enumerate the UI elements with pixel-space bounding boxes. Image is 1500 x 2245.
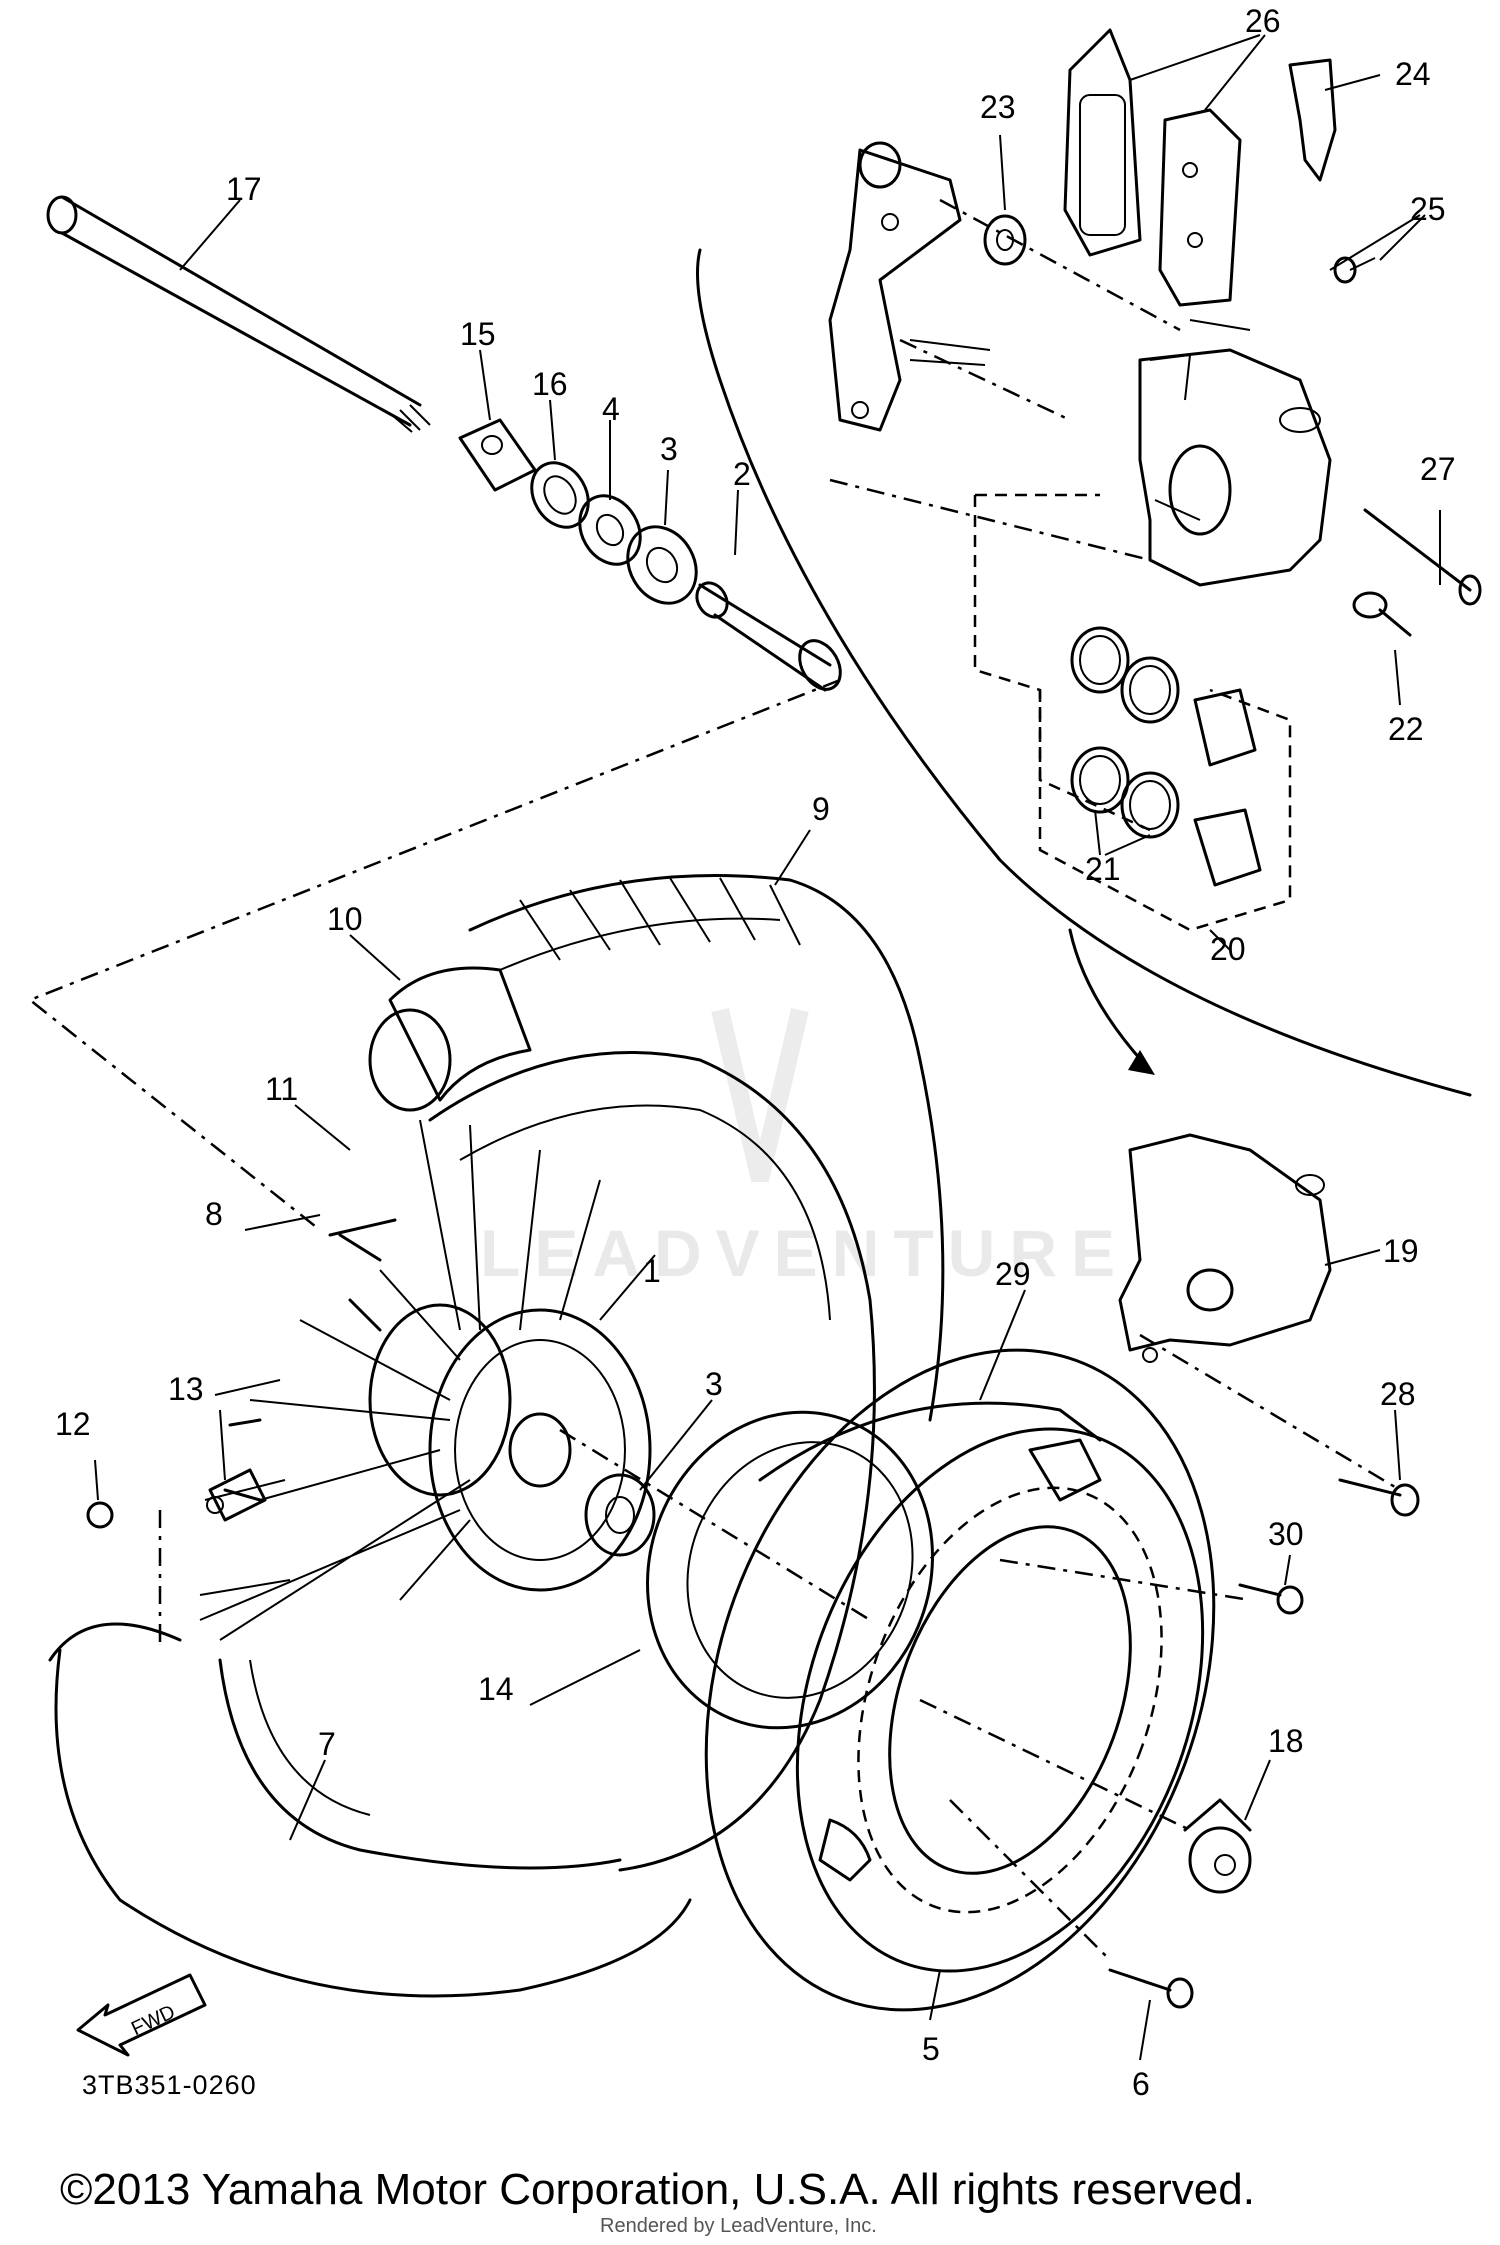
caliper-group-border xyxy=(696,248,1472,1097)
diagram-code: 3TB351-0260 xyxy=(82,2070,257,2100)
part-num: 8 xyxy=(205,1196,223,1232)
flange-shape xyxy=(646,1410,934,1730)
copyright-notice: ©2013 Yamaha Motor Corporation, U.S.A. A… xyxy=(60,2165,1255,2214)
tire-shape xyxy=(48,874,945,1998)
part-num: 12 xyxy=(55,1406,91,1442)
wheel-rim-shape xyxy=(218,1051,876,1872)
part-num: 24 xyxy=(1395,56,1431,92)
fwd-arrow-icon xyxy=(76,1973,207,2057)
assembly-line-bolt xyxy=(829,478,1151,562)
part-num: 23 xyxy=(980,89,1016,125)
part-num: 15 xyxy=(460,316,496,352)
hub-spacers-shape xyxy=(458,418,842,692)
part-num: 11 xyxy=(265,1071,298,1107)
part-num: 1 xyxy=(643,1253,661,1289)
fwd-label: FWD xyxy=(128,2001,179,2040)
part-num: 21 xyxy=(1085,851,1121,887)
part-num: 29 xyxy=(995,1256,1031,1292)
hub-and-spokes-shape xyxy=(199,1119,652,1641)
speedo-gear-shape xyxy=(1183,1798,1252,1894)
part-num: 4 xyxy=(602,391,620,427)
assembly-arrow xyxy=(1068,928,1152,1072)
caliper-body-shape xyxy=(1138,319,1332,587)
part-labels: 1 2 3 3 4 5 6 7 8 9 10 11 12 13 14 15 16… xyxy=(55,3,1456,2102)
part-num: 9 xyxy=(812,791,830,827)
assembly-line-gear xyxy=(919,1698,1191,1832)
disc-cover-shape xyxy=(758,1401,1102,1882)
assembly-line-pad xyxy=(939,198,1181,332)
brake-pads-shape xyxy=(1063,28,1337,307)
part-num: 27 xyxy=(1420,451,1456,487)
part-num: 16 xyxy=(532,366,568,402)
assembly-line-caliper xyxy=(1139,1333,1401,1492)
part-num: 25 xyxy=(1410,191,1446,227)
disc-bolt-shape xyxy=(1108,1968,1194,2009)
part-num: 22 xyxy=(1388,711,1424,747)
caliper-bolts-shape xyxy=(1333,256,1482,637)
axle-shape xyxy=(46,195,431,433)
assembly-line-pin xyxy=(899,338,1071,422)
assembly-line-disc-bolt xyxy=(949,1799,1111,1961)
part-num: 28 xyxy=(1380,1376,1416,1412)
caliper-assembly-shape xyxy=(1118,1133,1332,1363)
part-num: 5 xyxy=(922,2031,940,2067)
bearing-lower-shape xyxy=(584,1473,656,1557)
part-num: 10 xyxy=(327,901,363,937)
part-num: 3 xyxy=(705,1366,723,1402)
valve-parts-shape xyxy=(86,1218,397,1596)
rim-band-shape xyxy=(368,966,532,1112)
cover-screw-shape xyxy=(1238,1583,1304,1615)
watermark-logo-icon xyxy=(711,1007,809,1183)
part-num: 19 xyxy=(1383,1233,1419,1269)
part-num: 14 xyxy=(478,1671,514,1707)
part-num: 30 xyxy=(1268,1516,1304,1552)
part-num: 3 xyxy=(660,431,678,467)
part-num: 6 xyxy=(1132,2066,1150,2102)
caliper-bracket-shape xyxy=(828,141,1027,432)
part-num: 26 xyxy=(1245,3,1281,39)
part-num: 20 xyxy=(1210,931,1246,967)
part-num: 18 xyxy=(1268,1723,1304,1759)
caliper-mount-bolt-shape xyxy=(1338,1478,1420,1517)
part-num: 13 xyxy=(168,1371,204,1407)
part-num: 7 xyxy=(318,1726,336,1762)
assembly-line-axle xyxy=(559,1428,871,1622)
assembly-arrowhead-icon xyxy=(1128,1050,1155,1075)
part-num: 2 xyxy=(733,456,751,492)
seal-kit-shape xyxy=(973,493,1292,932)
assembly-line-hub xyxy=(27,678,841,1231)
assembly-line-cover xyxy=(999,1558,1251,1602)
rendered-by-credit: Rendered by LeadVenture, Inc. xyxy=(600,2215,877,2237)
leader-lines xyxy=(94,34,1441,2061)
part-num: 17 xyxy=(226,171,262,207)
